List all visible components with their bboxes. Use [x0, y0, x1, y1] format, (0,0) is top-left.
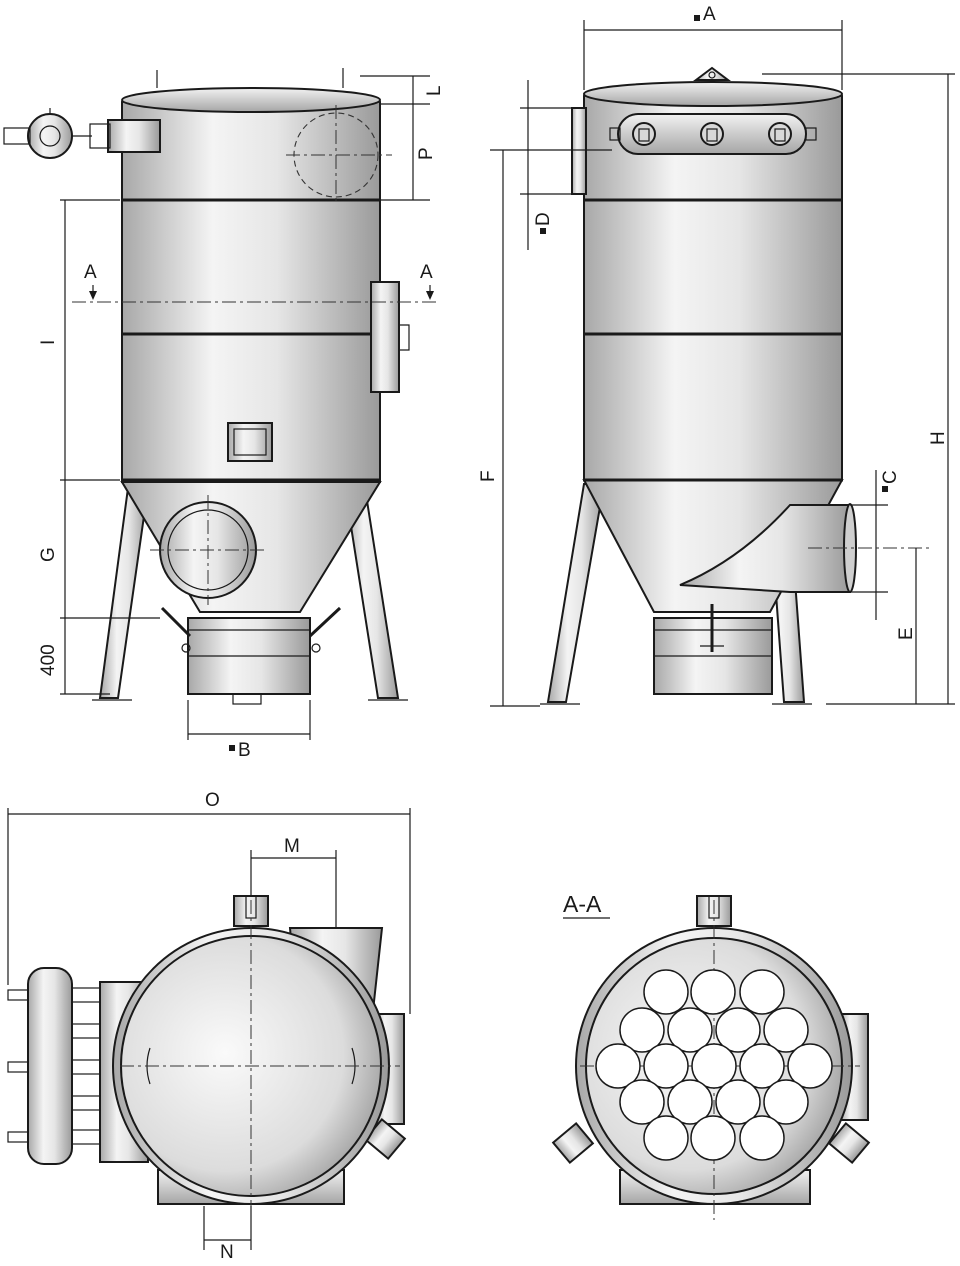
filter-hole — [667, 1079, 713, 1125]
label-D: D — [533, 212, 554, 226]
top-dimensions — [7, 808, 411, 1250]
filter-hole — [690, 969, 736, 1015]
label-N: N — [220, 1242, 234, 1263]
label-P: P — [416, 147, 437, 160]
label-F: F — [478, 470, 499, 482]
filter-hole — [739, 1043, 785, 1089]
front-valve-wheel — [27, 113, 73, 159]
side-valve-1 — [632, 122, 656, 146]
side-view — [540, 66, 857, 705]
filter-hole — [715, 1079, 761, 1125]
side-dimensions — [490, 15, 955, 707]
filter-hole — [787, 1043, 833, 1089]
label-section-title: A-A — [563, 891, 602, 917]
label-C: C — [880, 470, 901, 484]
filter-holes — [595, 969, 833, 1161]
filter-hole — [739, 1115, 785, 1161]
section-lug-left — [551, 1121, 595, 1165]
top-valve-1 — [7, 987, 101, 1003]
filter-hole — [763, 1007, 809, 1053]
filter-hole — [739, 969, 785, 1015]
label-section-right: A — [420, 262, 433, 283]
filter-hole — [643, 1115, 689, 1161]
label-O: O — [205, 790, 220, 811]
top-valve-3 — [7, 1059, 101, 1075]
front-side-hatch — [370, 281, 400, 393]
top-valve-4 — [71, 1095, 101, 1111]
label-I: I — [38, 340, 59, 345]
label-L: L — [424, 85, 445, 96]
filter-hole — [691, 1043, 737, 1089]
top-manifold — [27, 967, 73, 1165]
label-H: H — [928, 431, 949, 445]
side-valve-2 — [700, 122, 724, 146]
label-section-left: A — [84, 262, 97, 283]
front-left-leg — [98, 487, 150, 699]
filter-hole — [715, 1007, 761, 1053]
label-A-top: A — [703, 4, 716, 25]
front-dimensions — [60, 75, 430, 751]
filter-hole — [595, 1043, 641, 1089]
filter-hole — [619, 1079, 665, 1125]
label-E: E — [896, 627, 917, 640]
filter-hole — [643, 1043, 689, 1089]
section-view — [551, 895, 871, 1220]
section-lug-right — [827, 1121, 871, 1165]
filter-hole — [643, 969, 689, 1015]
filter-hole — [619, 1007, 665, 1053]
label-B: B — [238, 740, 251, 761]
label-G: G — [38, 547, 59, 562]
side-left-leg — [546, 483, 606, 703]
front-view — [3, 68, 440, 705]
top-valve-2 — [71, 1023, 101, 1039]
filter-hole — [667, 1007, 713, 1053]
filter-hole — [690, 1115, 736, 1161]
label-M: M — [284, 836, 300, 857]
side-valve-3 — [768, 122, 792, 146]
top-valve-5 — [7, 1129, 101, 1145]
front-valve-block — [107, 119, 161, 153]
label-leg-height: 400 — [38, 644, 59, 676]
filter-hole — [763, 1079, 809, 1125]
top-view — [7, 895, 407, 1220]
side-top-flange — [571, 107, 587, 195]
